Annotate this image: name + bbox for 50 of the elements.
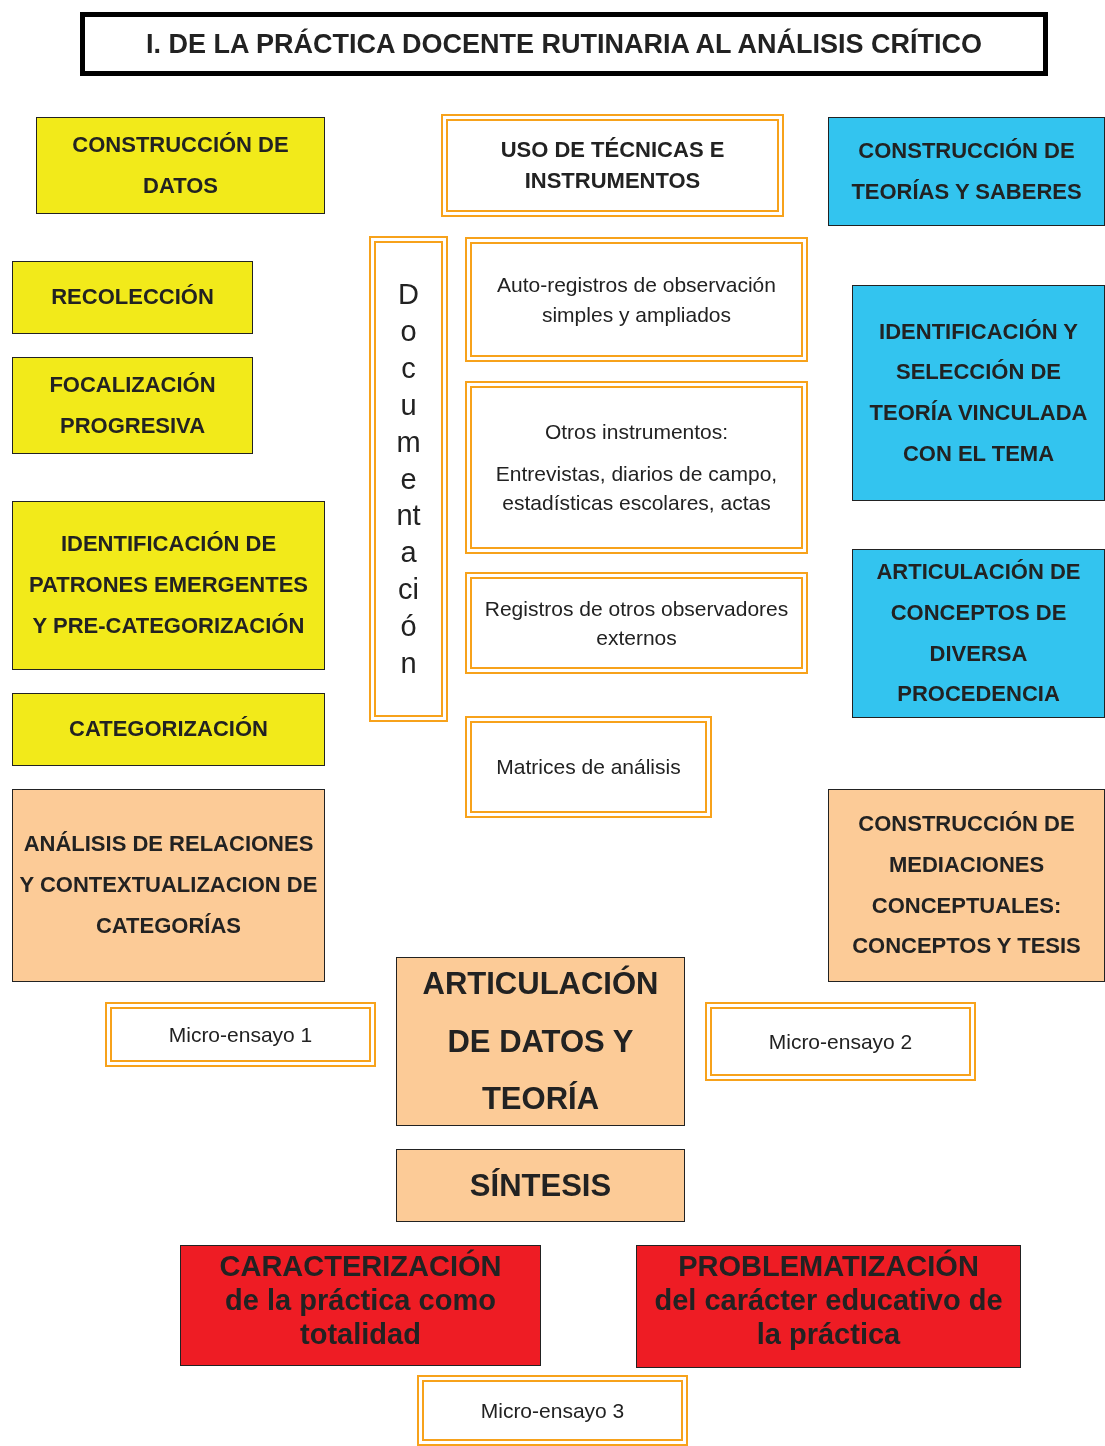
box-label: CONSTRUCCIÓN DE TEORÍAS Y SABERES (850, 136, 1083, 206)
box-label: FOCALIZACIÓN PROGRESIVA (48, 370, 217, 440)
box-label: USO DE TÉCNICAS E INSTRUMENTOS (499, 135, 726, 195)
box-label: CONSTRUCCIÓN DE DATOS (71, 130, 290, 200)
framed-box (465, 381, 808, 554)
box-label: IDENTIFICACIÓN Y SELECCIÓN DE TEORÍA VINCULADA CON EL TEMA (868, 317, 1089, 468)
process-box (852, 549, 1105, 718)
box-label: PROBLEMATIZACIÓN (678, 1250, 979, 1284)
box-label: Micro-ensayo 2 (768, 1028, 913, 1055)
box-label: Registros de otros observadores externos (483, 595, 790, 651)
process-box (12, 693, 325, 766)
box-label: SÍNTESIS (469, 1166, 612, 1205)
framed-box (417, 1375, 688, 1446)
box-label: CARACTERIZACIÓN (219, 1250, 502, 1284)
process-box (852, 285, 1105, 501)
box-label: Micro-ensayo 1 (168, 1021, 313, 1048)
vertical-label: Documentación (395, 277, 422, 681)
process-box (396, 1149, 685, 1222)
process-box (12, 261, 253, 334)
box-text: de la práctica como totalidad (224, 1283, 497, 1352)
box-label: ARTICULACIÓN DE DATOS Y TEORÍA (421, 964, 660, 1119)
process-box (12, 501, 325, 670)
process-box (828, 117, 1105, 226)
process-box (36, 117, 325, 214)
box-label: ANÁLISIS DE RELACIONES Y CONTEXTUALIZACION DE CATEGORÍAS (19, 830, 318, 940)
framed-box (369, 236, 448, 722)
box-label: ARTICULACIÓN DE CONCEPTOS DE DIVERSA PROCEDENCIA (875, 558, 1082, 709)
result-box (636, 1245, 1021, 1368)
process-box (396, 957, 685, 1126)
box-label: Otros instrumentos: (544, 419, 729, 446)
box-label: Auto-registros de observación simples y ampliados (496, 272, 777, 328)
box-label: IDENTIFICACIÓN DE PATRONES EMERGENTES Y PRE-CATEGORIZACIÓN (27, 530, 310, 640)
box-text: del carácter educativo de la práctica (653, 1283, 1004, 1352)
box-text: Entrevistas, diarios de campo, estadísticas escolares, actas (494, 460, 779, 517)
process-box (12, 789, 325, 982)
framed-box (105, 1002, 376, 1067)
box-label: Matrices de análisis (496, 754, 681, 781)
process-box (828, 789, 1105, 982)
box-label: CONSTRUCCIÓN DE MEDIACIONES CONCEPTUALES: CONCEPTOS Y TESIS (851, 810, 1082, 961)
result-box (180, 1245, 541, 1366)
framed-box (465, 237, 808, 362)
box-label: Micro-ensayo 3 (480, 1397, 625, 1424)
process-box (12, 357, 253, 454)
framed-box (705, 1002, 976, 1081)
box-label: CATEGORIZACIÓN (69, 715, 268, 744)
title-box: I. DE LA PRÁCTICA DOCENTE RUTINARIA AL ANÁLISIS CRÍTICO (80, 12, 1048, 76)
framed-box (465, 572, 808, 674)
framed-box (441, 114, 784, 217)
box-label: RECOLECCIÓN (51, 283, 214, 312)
framed-box (465, 716, 712, 818)
